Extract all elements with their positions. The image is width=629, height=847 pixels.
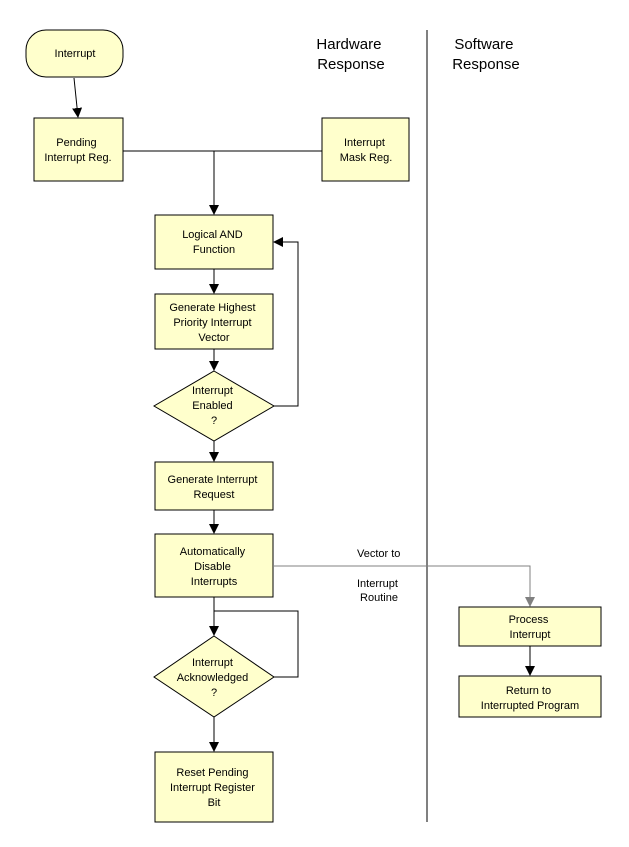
edge-interrupt-to-pending: [72, 77, 83, 118]
node-generate-request: Generate Interrupt Request: [154, 461, 274, 511]
node-mask-label: Interrupt Mask Reg.: [340, 137, 393, 164]
node-decision-enabled: Interrupt Enabled ?: [153, 370, 275, 442]
edge-acknowledged-loop: [214, 610, 299, 678]
node-return-to-program: Return to Interrupted Program: [458, 675, 602, 718]
node-process-label: Process Interrupt: [509, 614, 552, 641]
node-request-label: Generate Interrupt Request: [168, 474, 261, 501]
node-interrupt-mask-reg: Interrupt Mask Reg.: [321, 117, 410, 182]
edge-vector-to-routine: [274, 565, 535, 607]
node-auto-disable: Automatically Disable Interrupts: [154, 533, 274, 598]
node-reset-pending: Reset Pending Interrupt Register Bit: [154, 751, 274, 823]
node-reset-label: Reset Pending Interrupt Register Bit: [170, 767, 258, 809]
edge-label-vector-to: Vector to: [357, 548, 400, 560]
edge-enabled-loop-to-and: [273, 237, 299, 407]
node-interrupt: Interrupt: [25, 29, 124, 78]
node-disable-label: Automatically Disable Interrupts: [180, 546, 248, 588]
node-pending-interrupt-reg: Pending Interrupt Reg.: [33, 117, 124, 182]
node-vector-label: Generate Highest Priority Interrupt Vect…: [169, 302, 258, 344]
node-interrupt-label: Interrupt: [55, 48, 96, 60]
node-return-label: Return to Interrupted Program: [481, 685, 579, 712]
node-logical-and: Logical AND Function: [154, 214, 274, 270]
software-response-header: Software Response: [452, 36, 520, 73]
node-process-interrupt: Process Interrupt: [458, 606, 602, 647]
node-pending-label: Pending Interrupt Reg.: [44, 137, 111, 164]
hardware-response-header: Hardware Response: [316, 36, 385, 73]
node-decision-acknowledged: Interrupt Acknowledged ?: [153, 635, 275, 718]
node-and-label: Logical AND Function: [182, 229, 246, 256]
node-generate-vector: Generate Highest Priority Interrupt Vect…: [154, 293, 274, 350]
edge-label-interrupt-routine: Interrupt Routine: [357, 578, 401, 604]
node-enabled-label: Interrupt Enabled ?: [192, 385, 236, 427]
node-acknowledged-label: Interrupt Acknowledged ?: [177, 657, 252, 699]
